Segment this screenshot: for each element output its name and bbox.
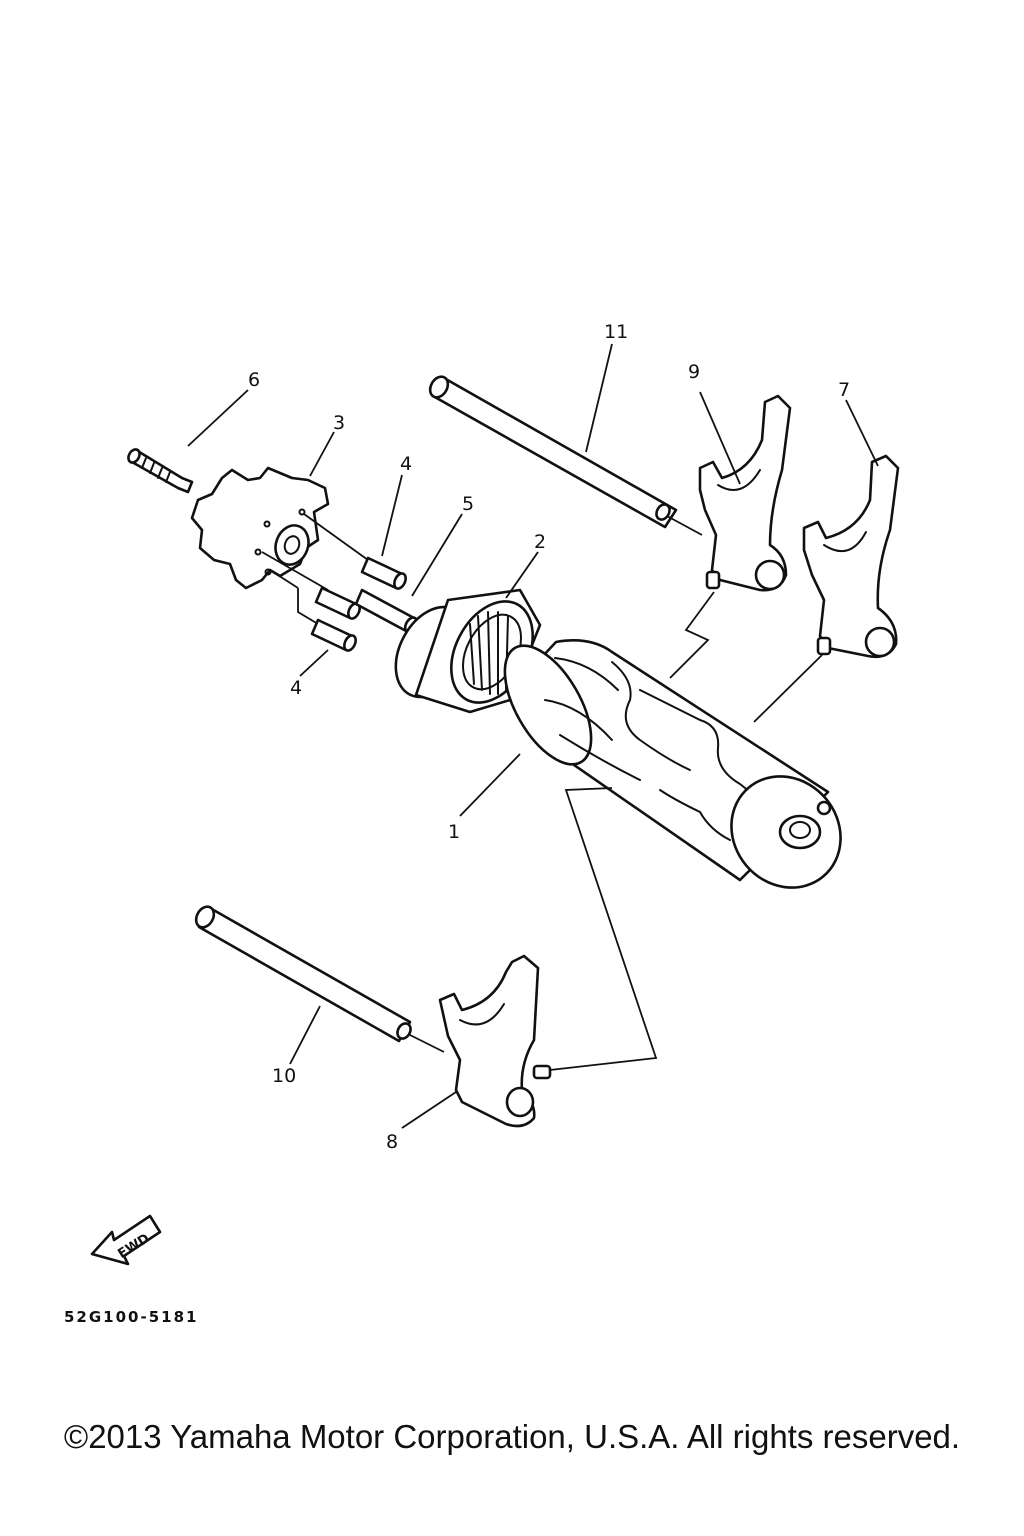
diagram-code: 52G100-5181	[64, 1308, 198, 1326]
callout-2: 2	[534, 531, 546, 553]
fwd-arrow-icon: FWD	[90, 1214, 162, 1266]
callout-3: 3	[333, 412, 345, 434]
callout-1: 1	[448, 821, 460, 843]
shift-fork-shaft-lower	[194, 905, 445, 1053]
callout-10: 10	[272, 1065, 296, 1087]
assembly-reference-lines	[549, 591, 823, 1071]
shift-drum-1	[503, 639, 842, 889]
dowel-pins-4	[310, 556, 407, 652]
callout-8: 8	[386, 1131, 398, 1153]
callout-4-upper: 4	[400, 453, 412, 475]
shift-drum-segment-3	[190, 466, 330, 590]
shift-fork-8	[438, 954, 552, 1128]
callout-6: 6	[248, 369, 260, 391]
copyright-notice: ©2013 Yamaha Motor Corporation, U.S.A. A…	[63, 1418, 961, 1455]
callout-4-lower: 4	[290, 677, 302, 699]
shift-fork-7	[802, 454, 900, 659]
dowel-guide-lines	[261, 513, 369, 625]
callout-5: 5	[462, 493, 474, 515]
callout-9: 9	[688, 361, 700, 383]
bolt-6	[127, 448, 194, 494]
callout-11: 11	[604, 321, 628, 343]
callout-leaders	[187, 343, 879, 1129]
callout-7: 7	[838, 379, 850, 401]
shift-fork-shaft-upper	[428, 375, 703, 536]
shift-fork-9	[698, 394, 792, 592]
